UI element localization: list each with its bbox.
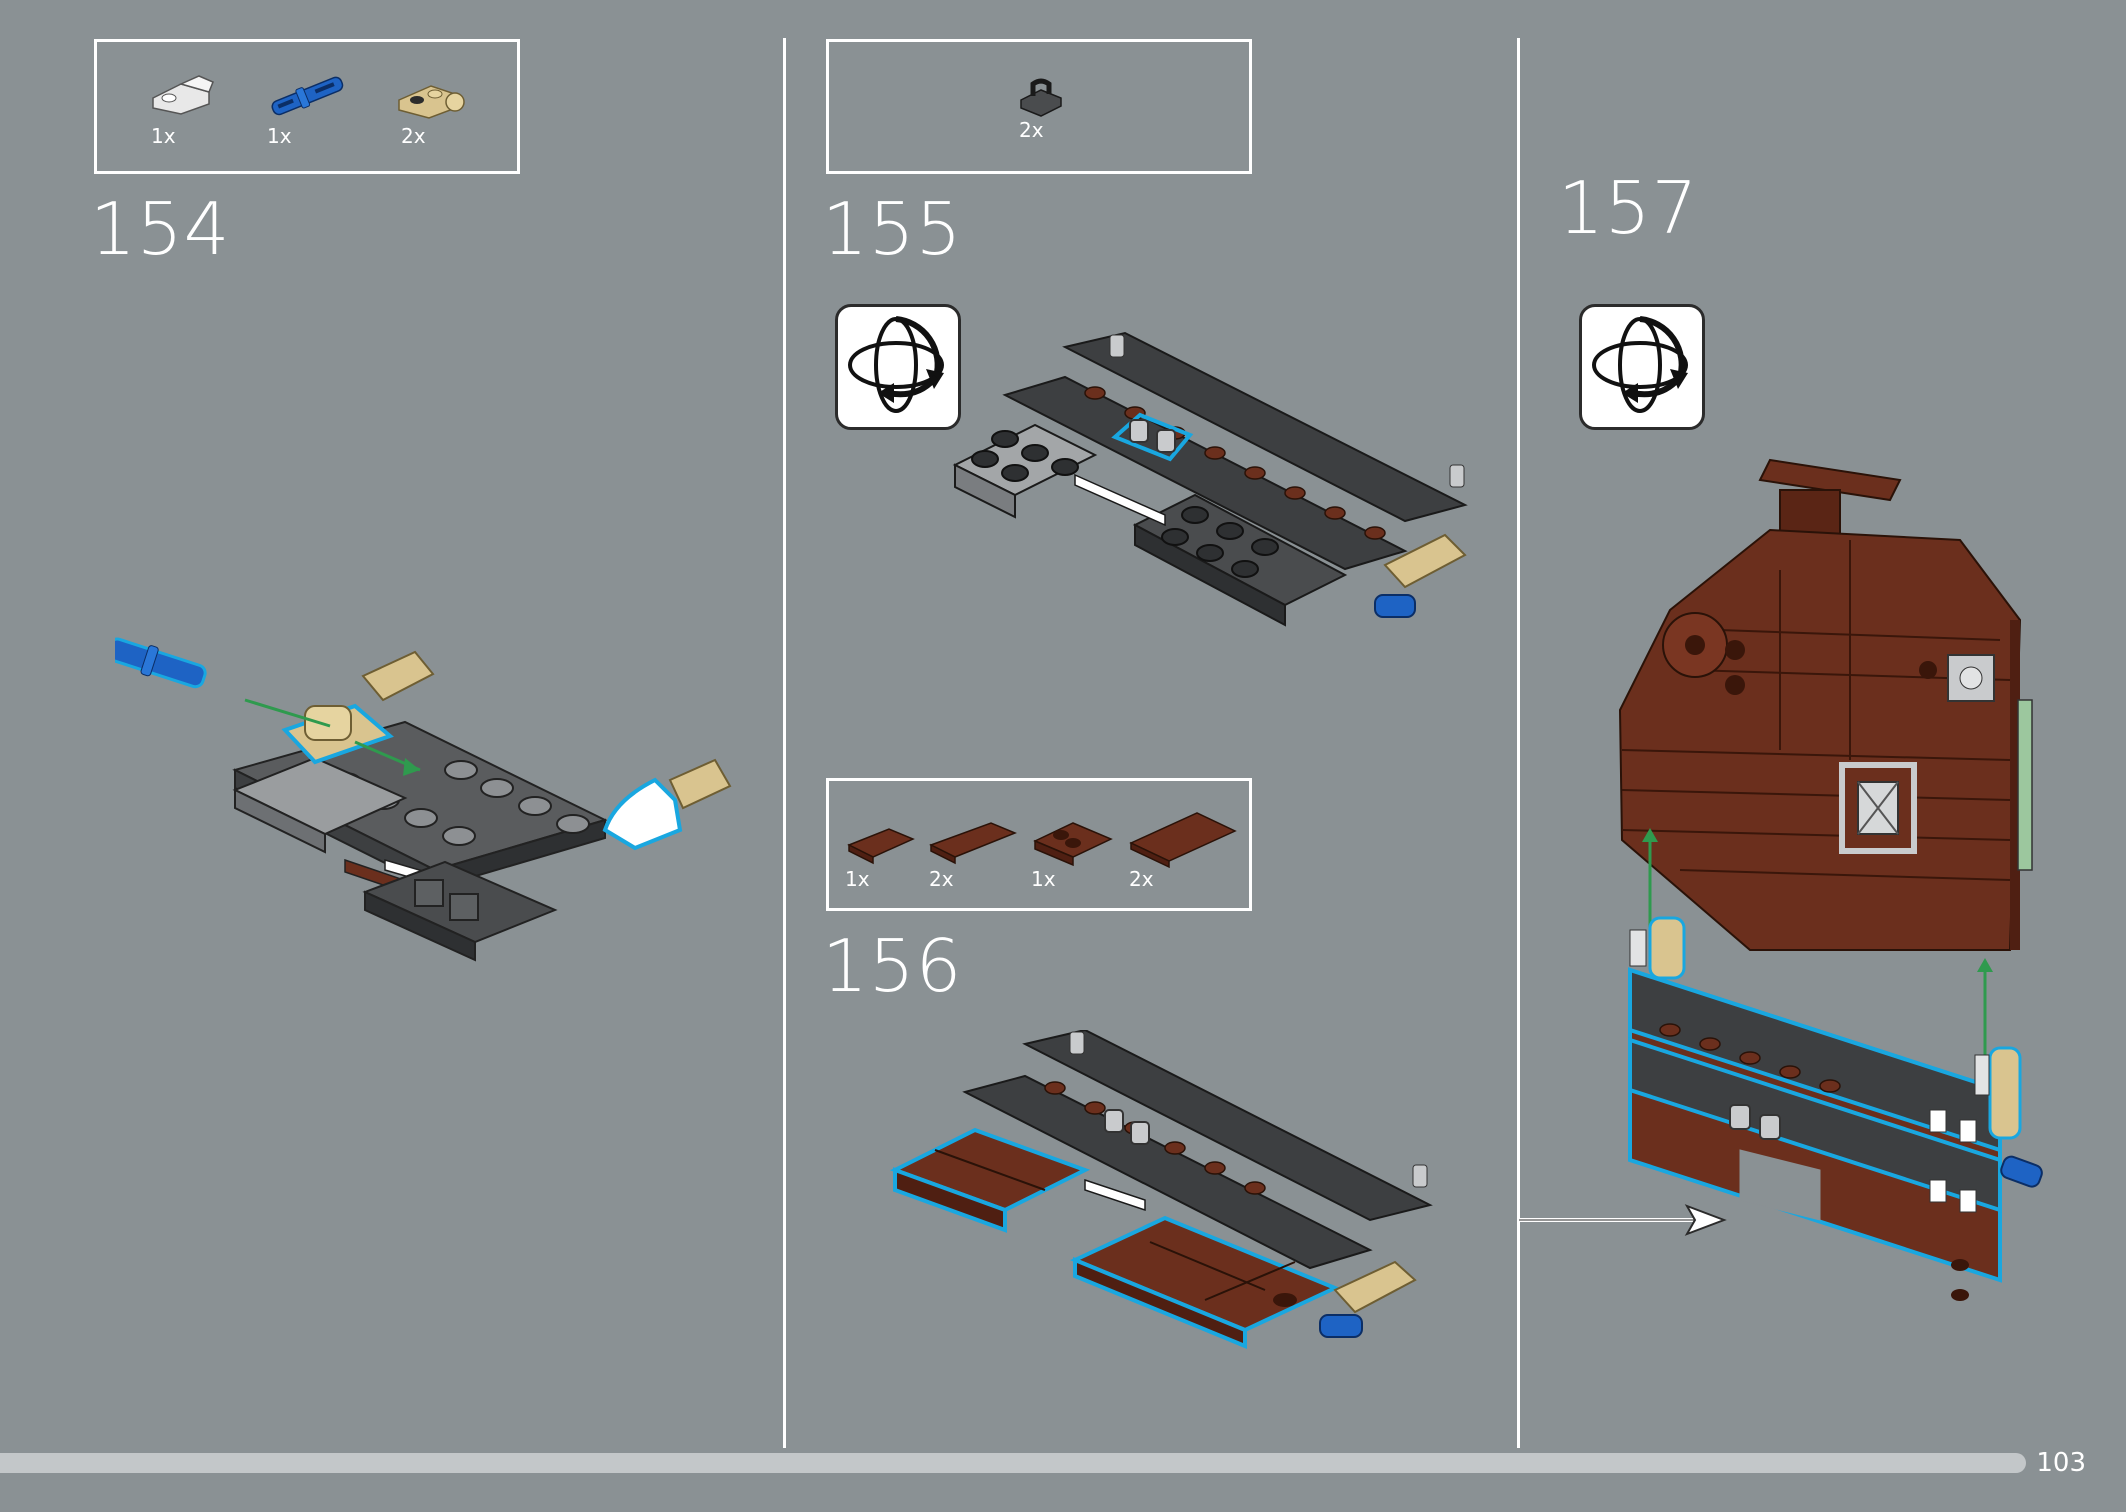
blue-technic-pin-icon	[271, 76, 344, 116]
rotate-model-icon	[835, 304, 961, 430]
brown-tile-1x2-icon	[847, 828, 915, 865]
step-157-model-illustration	[1618, 458, 2043, 1301]
rotate-model-icon	[1579, 304, 1705, 430]
part-qty: 1x	[1031, 867, 1056, 891]
part-qty: 2x	[401, 124, 426, 148]
parts-list-step-156: 1x 2x 1x 2x	[826, 778, 1252, 911]
step-154-model-illustration	[115, 637, 732, 962]
step-number: 155	[822, 187, 963, 271]
brown-tile-2x4-icon	[1129, 812, 1237, 869]
part-qty: 1x	[151, 124, 176, 148]
white-curved-slope-icon	[152, 75, 214, 115]
step-156-model-illustration	[889, 1030, 1433, 1349]
part-qty: 2x	[1129, 867, 1154, 891]
dark-grey-clip-icon	[1020, 78, 1062, 117]
part-qty: 1x	[845, 867, 870, 891]
brown-tile-1x4-icon	[929, 822, 1017, 865]
part-qty: 2x	[1019, 118, 1044, 142]
tan-clip-plate-icon	[398, 85, 465, 119]
brown-jumper-plate-icon	[1033, 822, 1113, 867]
part-qty: 2x	[929, 867, 954, 891]
parts-list-step-154: 1x 1x 2x	[94, 39, 520, 174]
page-number: 103	[2036, 1448, 2086, 1478]
insert-arrow	[1519, 1204, 1727, 1236]
step-155-model-illustration	[952, 331, 1468, 627]
step-number: 154	[90, 187, 231, 271]
column-divider-right	[1517, 38, 1520, 1448]
parts-list-step-155: 2x	[826, 39, 1252, 174]
step-number: 156	[822, 924, 963, 1008]
column-divider-left	[783, 38, 786, 1448]
step-number: 157	[1558, 166, 1699, 250]
part-qty: 1x	[267, 124, 292, 148]
page-progress-bar	[0, 1453, 2026, 1473]
